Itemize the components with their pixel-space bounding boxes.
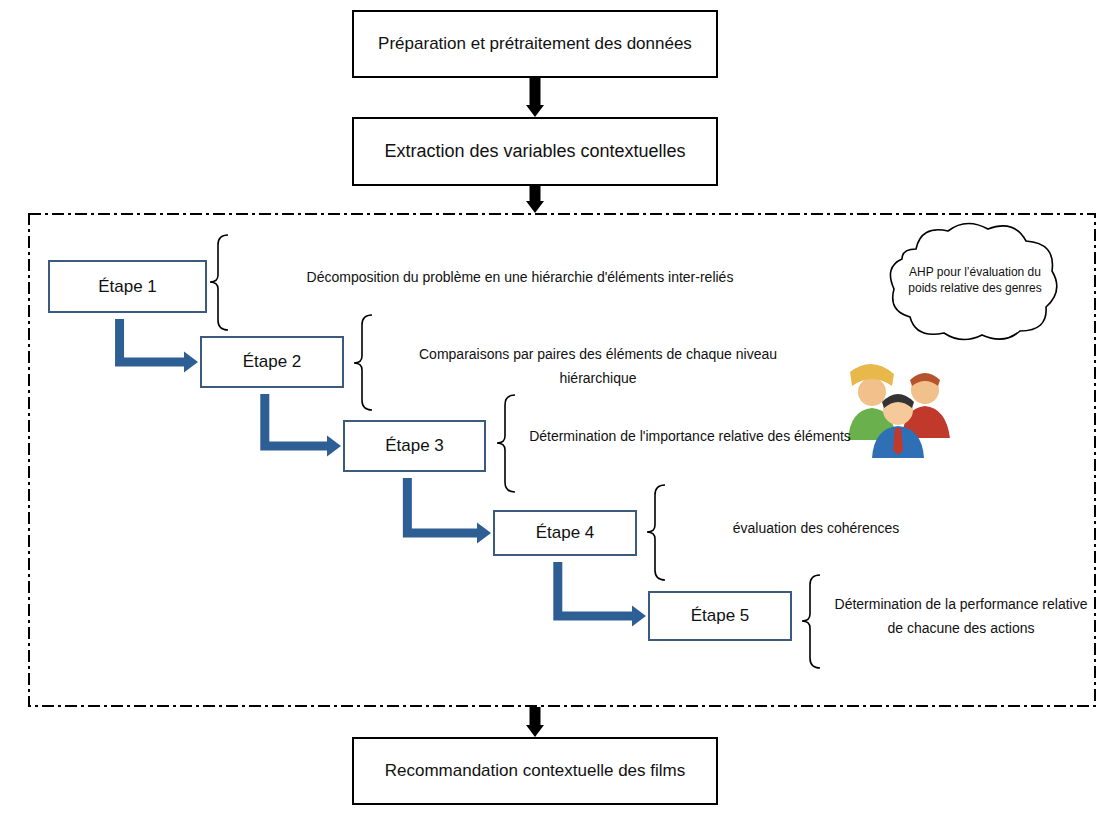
- step-box: Étape 3: [343, 420, 486, 472]
- connector-arrow: [526, 707, 544, 737]
- connector-arrow: [120, 319, 198, 373]
- people-icon: [848, 364, 950, 458]
- connector-arrow: [526, 78, 544, 117]
- connector-arrow: [407, 478, 491, 544]
- step-description: Détermination de l'importance relative d…: [525, 425, 855, 449]
- cloud-callout: AHP pour l’évaluation du poids relative …: [886, 219, 1064, 343]
- step-box: Étape 2: [200, 336, 344, 388]
- step-description: évaluation des cohérences: [666, 517, 966, 541]
- node-text: AHP pour l’évaluation du poids relative …: [908, 265, 1042, 296]
- step-box: Étape 5: [648, 591, 792, 641]
- connector-arrow: [265, 394, 341, 457]
- node-text: Extraction des variables contextuelles: [384, 138, 685, 164]
- node-text: Préparation et prétraitement des données: [378, 32, 692, 57]
- process-box: Recommandation contextuelle des films: [352, 737, 718, 805]
- connector-arrow: [558, 562, 646, 627]
- step-description: Comparaisons par paires des éléments de …: [383, 343, 813, 391]
- process-box: Préparation et prétraitement des données: [352, 10, 718, 78]
- dashed-region: Étape 1 Étape 2 Étape 3 Étape 4 Étape 5 AHP p…: [28, 213, 1096, 707]
- node-text: Étape 2: [243, 352, 302, 372]
- step-description: Détermination de la performance relative…: [830, 593, 1092, 641]
- step-box: Étape 1: [48, 260, 207, 313]
- connector-arrow: [526, 186, 544, 213]
- bracket: [210, 235, 820, 668]
- node-text: Étape 3: [385, 436, 444, 456]
- node-text: Étape 4: [536, 523, 595, 543]
- node-text: Étape 5: [691, 606, 750, 626]
- node-text: Étape 1: [98, 277, 157, 297]
- step-box: Étape 4: [493, 510, 637, 556]
- node-text: Recommandation contextuelle des films: [385, 759, 685, 784]
- process-box: Extraction des variables contextuelles: [352, 117, 718, 186]
- step-description: Décomposition du problème en une hiérarc…: [240, 266, 800, 290]
